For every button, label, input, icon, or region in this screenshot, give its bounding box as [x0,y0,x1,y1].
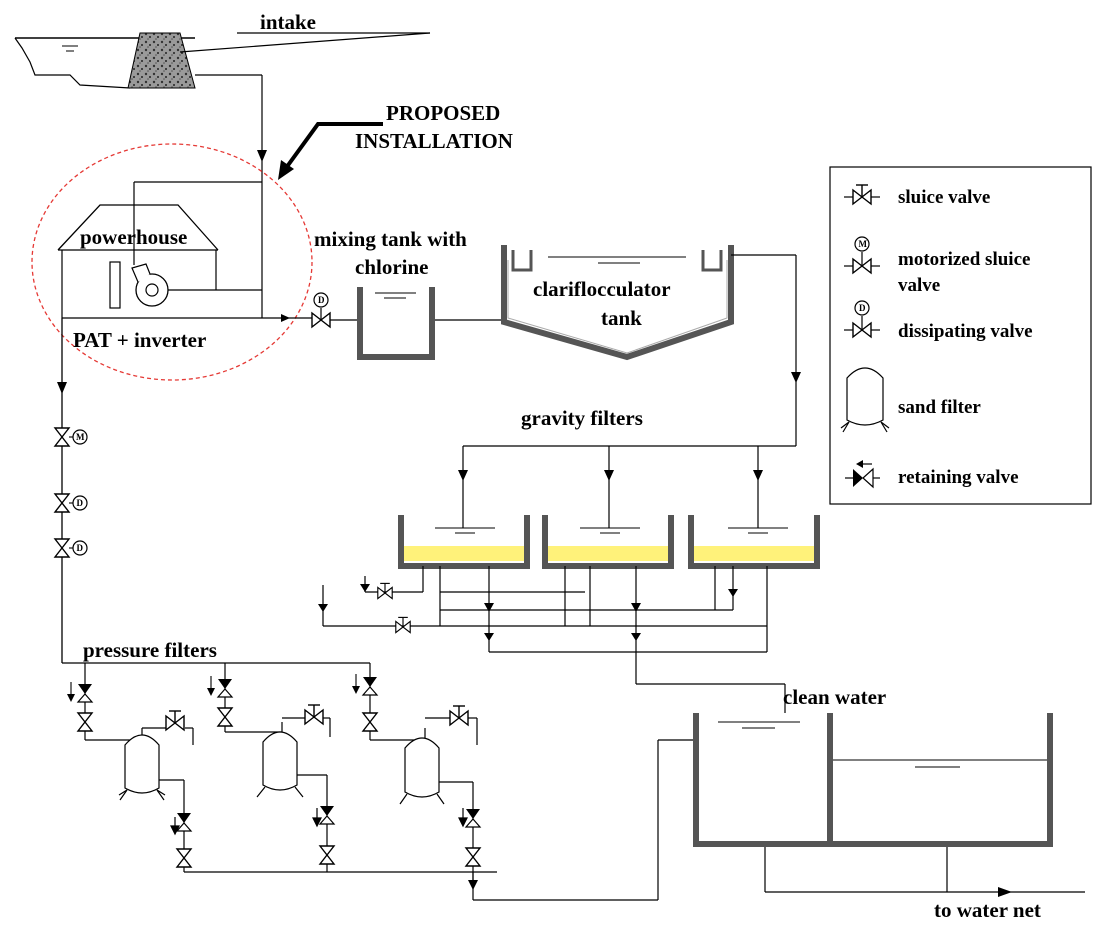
intake-label: intake [260,10,316,34]
legend-retaining-valve: retaining valve [898,467,1019,488]
retaining-valve-2a[interactable] [217,678,233,698]
gravity-filter-3 [688,515,820,569]
legend-dissipating-valve: dissipating valve [898,321,1033,342]
gravity-filter-1 [398,515,530,569]
sluice-valve-2a[interactable] [217,707,233,727]
outlet-to-network [764,847,1085,893]
proposed-arrow [278,122,383,180]
mixing-tank-label-line2: chlorine [355,255,429,279]
gravity-filter-2 [542,515,674,569]
clean-water-tank [693,713,1053,847]
legend-sand-filter-icon [840,367,890,433]
pat-inverter-label: PAT + inverter [73,328,206,352]
dissipating-valve[interactable]: D [311,292,331,328]
powerhouse-label: powerhouse [80,225,187,249]
sluice-valve-2b[interactable] [304,704,324,725]
mixing-tank-label-line1: mixing tank with [314,227,467,251]
proposed-installation-circle [31,143,313,381]
proposed-label-line2: INSTALLATION [355,129,513,153]
motorized-sluice-valve[interactable]: M [54,427,88,447]
gravity-filters-label: gravity filters [521,406,643,430]
dissipating-valve-bypass-2[interactable]: D [54,538,88,558]
proposed-label-line1: PROPOSED [386,101,500,125]
retaining-valve-2b[interactable] [319,805,335,825]
inverter-icon [109,261,121,309]
sluice-valve-1c[interactable] [176,848,192,868]
svg-text:D: D [859,303,866,313]
dissipating-valve-bypass-1[interactable]: D [54,493,88,513]
intake-reservoir [14,32,431,318]
legend-retaining-valve-icon [845,460,880,489]
pressure-filter-1 [84,663,194,872]
svg-text:D: D [77,498,84,508]
backwash-valve[interactable] [377,582,393,600]
sluice-valve-1b[interactable] [165,710,185,731]
sluice-valve-3c[interactable] [465,847,481,867]
pressure-filters-label: pressure filters [83,638,217,662]
retaining-valve-1a[interactable] [77,683,93,703]
to-water-net-label: to water net [934,898,1041,922]
sluice-valve-3b[interactable] [449,705,469,726]
legend: sluice valve M motorized sluice valve D … [829,166,1092,505]
retaining-valve-3a[interactable] [362,676,378,696]
bypass-line [57,318,67,663]
legend-dissipating-valve-icon: D [852,300,872,338]
legend-motorized-line1: motorized sluice [898,249,1030,270]
sluice-valve-1a[interactable] [77,712,93,732]
retaining-valve-3b[interactable] [465,808,481,828]
legend-sand-filter: sand filter [898,397,981,418]
legend-motorized-line2: valve [898,275,940,296]
retaining-valve-1b[interactable] [176,812,192,832]
legend-motorized-valve-icon: M [852,236,872,274]
svg-text:D: D [318,295,325,305]
pressure-filter-2 [224,663,331,872]
sluice-valve-3a[interactable] [362,712,378,732]
svg-text:D: D [77,543,84,553]
svg-text:M: M [859,239,868,249]
gravity-filter-feed [458,445,796,528]
legend-box [829,166,1092,505]
svg-text:M: M [76,432,85,442]
clariflocculator-label-line1: clariflocculator [533,277,671,301]
clariflocculator-label-line2: tank [601,306,642,330]
pressure-filter-outlet [184,739,696,901]
sluice-valve-2c[interactable] [319,845,335,865]
pressure-filter-3 [369,663,478,880]
pat-turbine-icon [131,263,262,307]
dam-icon [127,32,196,89]
mixing-tank [357,287,435,360]
drain-valve[interactable] [395,616,411,634]
powerhouse-building [57,181,262,318]
clean-water-label: clean water [783,685,886,709]
clariflocculator-tank [501,245,801,446]
legend-sluice-valve: sluice valve [898,187,990,208]
